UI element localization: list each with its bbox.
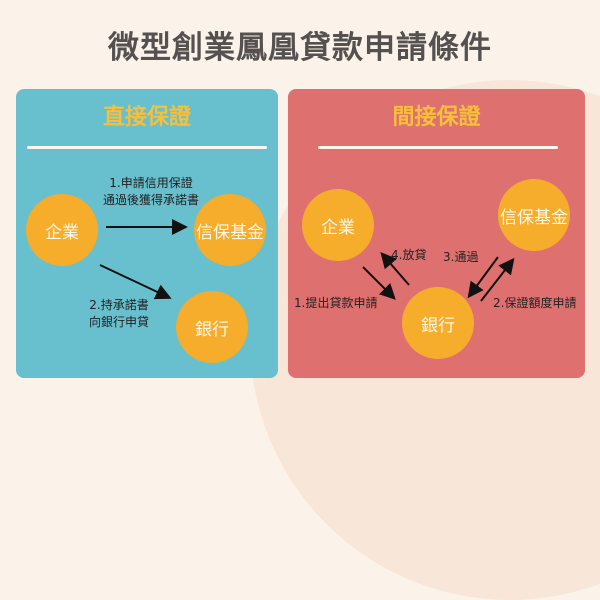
arrow-icon — [480, 257, 515, 302]
indirect-divider — [318, 146, 558, 149]
indirect-step1-label: 1.提出貸款申請 — [294, 296, 378, 310]
indirect-step4-label: 4.放貸 — [391, 248, 427, 262]
arrow-icon — [380, 251, 410, 286]
direct-panel-title: 直接保證 — [102, 105, 191, 130]
direct-divider — [27, 146, 267, 149]
direct-node-bank: 銀行 — [176, 291, 248, 363]
indirect-guarantee-panel: 間接保證 企業 信保基金 銀行 1.提出貸款申請 2.保證額度申請 3.通過 4… — [288, 89, 585, 378]
node-label: 銀行 — [421, 315, 455, 336]
indirect-step2-label: 2.保證額度申請 — [493, 296, 577, 310]
direct-step2-label: 2.持承諾書 向銀行申貸 — [88, 298, 149, 329]
direct-arrows — [99, 219, 188, 300]
node-label: 企業 — [321, 217, 355, 238]
arrow-icon — [467, 256, 499, 299]
node-label: 企業 — [45, 222, 79, 243]
node-label: 銀行 — [195, 319, 229, 340]
direct-node-enterprise: 企業 — [26, 194, 98, 266]
node-label: 信保基金 — [500, 207, 568, 228]
direct-node-fund: 信保基金 — [194, 194, 266, 266]
direct-step1-label: 1.申請信用保證 通過後獲得承諾書 — [102, 176, 199, 207]
indirect-node-enterprise: 企業 — [302, 189, 374, 261]
arrow-icon — [99, 264, 172, 300]
direct-guarantee-panel: 直接保證 企業 信保基金 銀行 1.申請信用保證 通過後獲得承諾書 2.持承諾書… — [16, 89, 278, 378]
indirect-arrows — [362, 251, 515, 302]
node-label: 信保基金 — [196, 222, 264, 243]
indirect-node-bank: 銀行 — [402, 287, 474, 359]
indirect-panel-title: 間接保證 — [392, 105, 481, 130]
indirect-node-fund: 信保基金 — [498, 179, 570, 251]
indirect-step3-label: 3.通過 — [443, 250, 479, 264]
page-title: 微型創業鳳凰貸款申請條件 — [108, 30, 492, 66]
arrow-icon — [362, 266, 396, 300]
